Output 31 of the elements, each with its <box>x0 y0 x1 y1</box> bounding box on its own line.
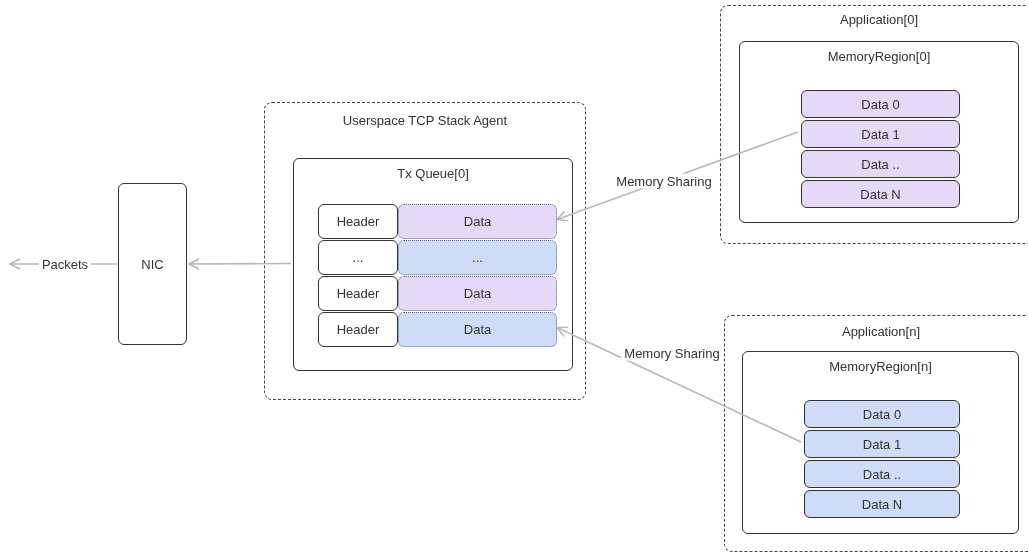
memory-region-box <box>739 41 1019 223</box>
arrow <box>188 258 292 270</box>
data-block: Data N <box>801 180 960 208</box>
data-block: Data 0 <box>801 90 960 118</box>
data-block: Data 1 <box>804 430 960 458</box>
container-title: MemoryRegion[n] <box>829 359 932 374</box>
container-title: Application[0] <box>839 12 919 27</box>
header-block: Header <box>318 204 398 239</box>
queue-box <box>293 158 573 371</box>
data-block: Data <box>398 276 557 311</box>
data-block: Data .. <box>804 460 960 488</box>
data-block: Data <box>398 312 557 347</box>
application-container <box>724 315 1028 552</box>
data-block: Data N <box>804 490 960 518</box>
nic-box: NIC <box>118 183 187 345</box>
data-block: Data 0 <box>804 400 960 428</box>
memory-region-box <box>742 351 1019 534</box>
agent-container <box>264 102 586 400</box>
data-block: Data <box>398 204 557 239</box>
header-block: Header <box>318 312 398 347</box>
arrow <box>556 326 802 443</box>
container-title: MemoryRegion[0] <box>827 49 931 64</box>
data-block: Data .. <box>801 150 960 178</box>
header-block: Header <box>318 276 398 311</box>
container-title: Application[n] <box>841 324 921 339</box>
data-block: ... <box>398 240 557 275</box>
container-title: Tx Queue[0] <box>397 166 469 181</box>
data-block: Data 1 <box>801 120 960 148</box>
container-title: Userspace TCP Stack Agent <box>342 113 508 128</box>
header-block: ... <box>318 240 398 275</box>
application-container <box>720 5 1028 244</box>
